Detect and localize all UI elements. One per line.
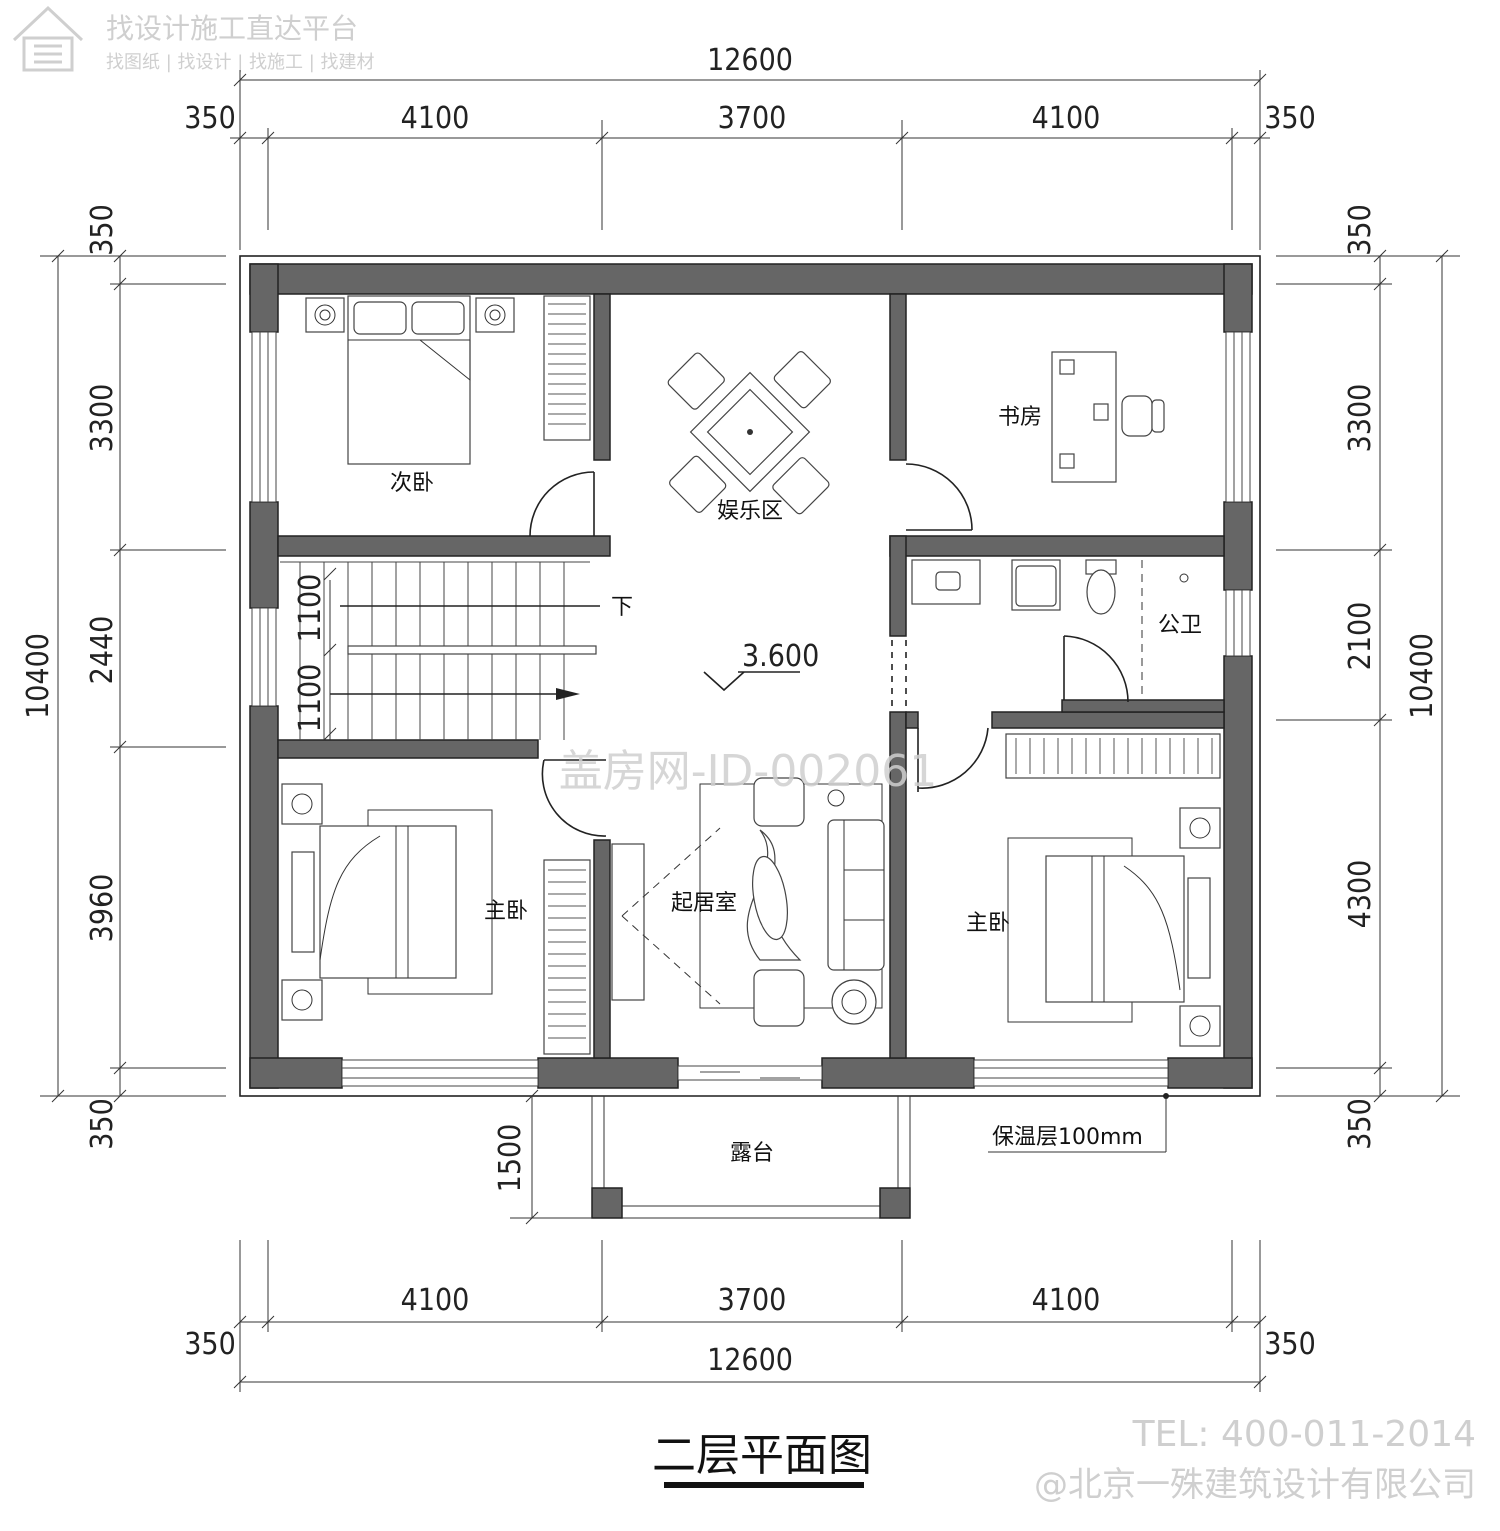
dim-bottom-seg3: 4100	[1032, 1283, 1101, 1318]
dim-left-seg2: 2440	[85, 616, 120, 685]
elevation-label: 3.600	[742, 639, 819, 674]
mahjong-table	[667, 351, 831, 515]
walls	[249, 263, 1253, 1089]
dim-bottom-total: 12600	[707, 1343, 793, 1378]
dim-top-seg3: 4100	[1032, 101, 1101, 136]
bottom-dimensions: 4100 3700 4100 350 350 12600	[184, 1240, 1316, 1392]
dim-bottom-seg1: 4100	[401, 1283, 470, 1318]
doors	[529, 463, 1129, 837]
room-label-entertainment: 娱乐区	[717, 499, 783, 524]
dim-terrace-depth: 1500	[493, 1124, 528, 1193]
left-dimensions: 10400 350 3300 2440 3960 350	[21, 204, 226, 1150]
watermark-id: 盖房网-ID-002061	[559, 746, 938, 797]
watermark-services: 找图纸 | 找设计 | 找施工 | 找建材	[106, 52, 375, 73]
room-label-master-left: 主卧	[484, 899, 528, 924]
room-label-secondary-bedroom: 次卧	[390, 471, 434, 496]
dim-left-seg1: 3300	[85, 384, 120, 453]
watermark-company: @北京一殊建筑设计有限公司	[1034, 1465, 1476, 1505]
dim-top-right-margin: 350	[1264, 101, 1316, 136]
insulation-note: 保温层100mm	[992, 1125, 1143, 1150]
dim-bottom-right-margin: 350	[1264, 1327, 1316, 1362]
room-label-study: 书房	[998, 405, 1042, 430]
dim-top-left-margin: 350	[184, 101, 236, 136]
dim-left-seg3: 3960	[85, 874, 120, 943]
dim-left-total: 10400	[21, 633, 56, 719]
dim-right-top-margin: 350	[1343, 204, 1378, 256]
room-label-bathroom: 公卫	[1158, 613, 1202, 638]
dim-bottom-left-margin: 350	[184, 1327, 236, 1362]
top-dimensions: 12600 350 4100 3700 4100 350	[184, 43, 1316, 250]
bathroom-fixtures	[911, 559, 1189, 700]
watermark-tel: TEL: 400-011-2014	[1132, 1414, 1476, 1455]
dim-bottom-seg2: 3700	[718, 1283, 787, 1318]
dim-top-seg1: 4100	[401, 101, 470, 136]
house-logo-icon	[12, 5, 84, 72]
study-desk	[1051, 351, 1165, 483]
stair-down-label: 下	[611, 595, 633, 620]
title-underline	[664, 1482, 864, 1488]
room-label-terrace: 露台	[730, 1141, 774, 1166]
terrace	[510, 1089, 911, 1225]
dim-top-total: 12600	[707, 43, 793, 78]
drawing-title: 二层平面图	[652, 1430, 872, 1481]
master-bedroom-right-furniture	[1005, 733, 1221, 1047]
room-label-living: 起居室	[671, 891, 737, 916]
dim-stair-1: 1100	[293, 574, 328, 643]
windows	[251, 331, 1251, 1087]
watermark-slogan: 找设计施工直达平台	[106, 12, 358, 45]
dim-right-bottom-margin: 350	[1343, 1098, 1378, 1150]
dim-stair-2: 1100	[293, 664, 328, 733]
secondary-bedroom-furniture	[305, 295, 591, 465]
dim-top-seg2: 3700	[718, 101, 787, 136]
dim-right-total: 10400	[1405, 633, 1440, 719]
room-label-master-right: 主卧	[966, 911, 1010, 936]
elevation-marker	[703, 671, 800, 692]
dim-right-seg3: 4300	[1343, 860, 1378, 929]
staircase	[280, 561, 600, 741]
dim-right-seg1: 3300	[1343, 384, 1378, 453]
insulation-leader	[988, 1093, 1169, 1153]
living-room-furniture	[611, 777, 885, 1027]
dim-right-seg2: 2100	[1343, 602, 1378, 671]
master-bedroom-left-furniture	[281, 783, 591, 1055]
right-dimensions: 350 3300 2100 4300 350 10400	[1276, 204, 1460, 1150]
dim-left-bottom-margin: 350	[85, 1098, 120, 1150]
dim-left-top-margin: 350	[85, 204, 120, 256]
